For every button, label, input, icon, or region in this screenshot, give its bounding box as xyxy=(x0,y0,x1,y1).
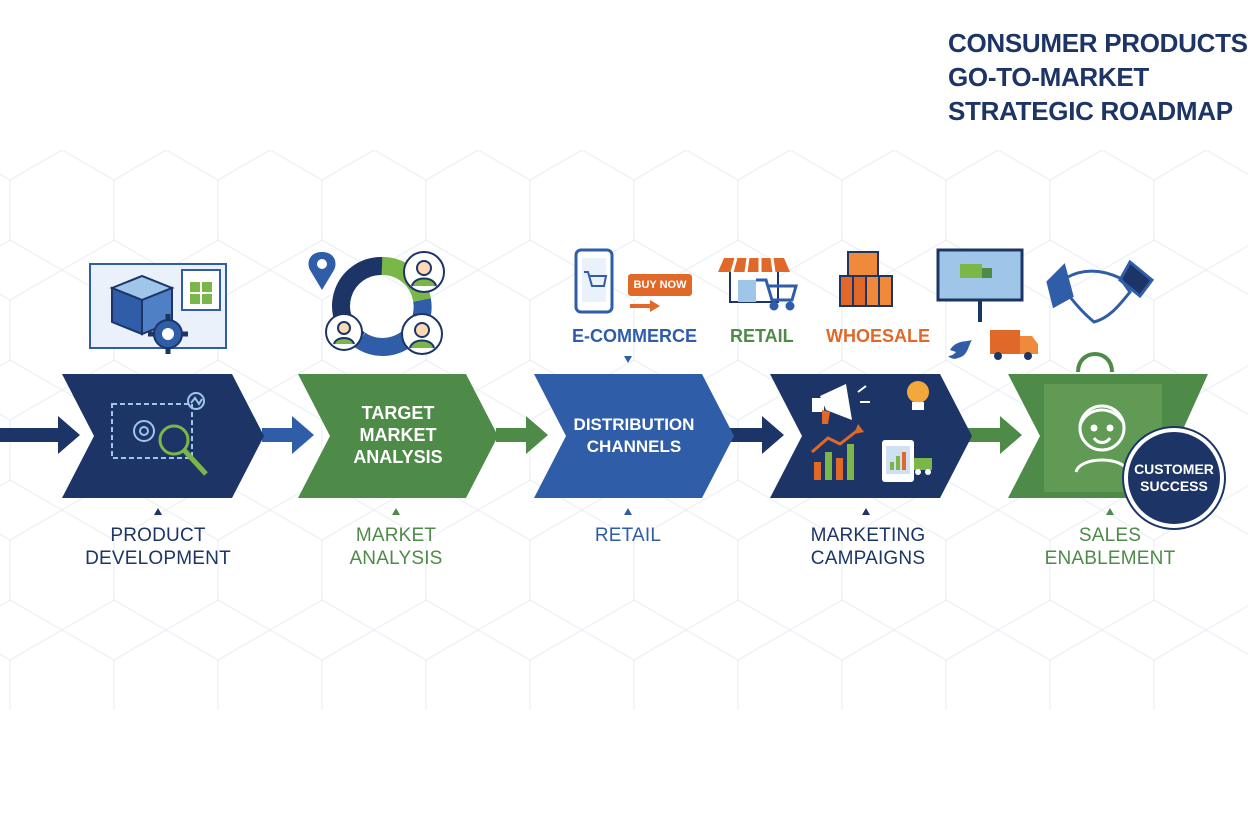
chevron-text-line: MARKET xyxy=(359,425,437,445)
chevron-distribution xyxy=(534,374,734,498)
chevron-marketing xyxy=(770,374,972,498)
title-line-2: GO-TO-MARKET xyxy=(948,62,1150,92)
location-pin-icon xyxy=(308,252,336,290)
connector-arrow-4 xyxy=(730,416,784,454)
stage-label-line: SALES xyxy=(1078,525,1142,546)
connector-arrow-1 xyxy=(0,416,80,454)
stage-label-retail: RETAIL xyxy=(538,524,718,547)
badge-line: CUSTOMER xyxy=(1134,461,1214,477)
lightbulb-icon xyxy=(907,381,929,410)
title-line-3: STRATEGIC ROADMAP xyxy=(948,96,1233,126)
smartphone-cart-icon xyxy=(574,248,614,314)
chevron-text-line: DISTRIBUTION xyxy=(573,415,695,434)
stage-label-line: ENABLEMENT xyxy=(1044,548,1176,569)
channel-wholesale: WHOESALE xyxy=(826,326,931,346)
connector-arrow-2 xyxy=(262,416,314,454)
bar-chart-icon xyxy=(811,424,864,480)
gear-icon xyxy=(148,314,188,354)
bird-icon xyxy=(948,340,972,359)
chevron-text-target-market: TARGET MARKET ANALYSIS xyxy=(330,402,466,468)
pointer-up-icon xyxy=(862,508,870,515)
connector-arrow-3 xyxy=(496,416,548,454)
arrow-icon xyxy=(630,300,660,312)
stage-label-line: MARKETING xyxy=(810,525,926,546)
roadmap-title: CONSUMER PRODUCTS GO-TO-MARKET STRATEGIC… xyxy=(948,26,1248,128)
person-icon xyxy=(325,251,445,355)
stage-label-line: PRODUCT xyxy=(110,525,206,546)
customer-success-badge: CUSTOMER SUCCESS xyxy=(1124,428,1224,528)
chevron-product-development xyxy=(62,374,264,498)
chevron-text-distribution: DISTRIBUTION CHANNELS xyxy=(562,414,706,458)
stage-label-line: ANALYSIS xyxy=(349,548,443,569)
shopping-cart-icon xyxy=(756,278,798,311)
connector-arrow-5 xyxy=(968,416,1022,454)
customer-face-icon xyxy=(1074,404,1130,473)
channel-retail: RETAIL xyxy=(730,326,794,346)
buy-now-button: BUY NOW xyxy=(628,274,692,296)
chevron-target-market xyxy=(298,374,498,498)
pointer-up-icon xyxy=(154,508,162,515)
pointer-up-icon xyxy=(392,508,400,515)
stage-label-marketing-campaigns: MARKETING CAMPAIGNS xyxy=(778,524,958,570)
stage-label-line: DEVELOPMENT xyxy=(85,548,231,569)
pointer-up-icon xyxy=(624,508,632,515)
title-line-1: CONSUMER PRODUCTS xyxy=(948,28,1248,58)
billboard-icon xyxy=(936,248,1024,322)
handshake-icon xyxy=(1046,259,1155,324)
chevron-text-line: TARGET xyxy=(361,403,435,423)
delivery-truck-icon xyxy=(990,330,1038,360)
stage-label-market-analysis: MARKET ANALYSIS xyxy=(306,524,486,570)
tablet-icon xyxy=(882,440,932,482)
boxes-icon xyxy=(839,251,893,307)
chevron-text-line: CHANNELS xyxy=(586,437,682,456)
channel-ecommerce: E-COMMERCE xyxy=(572,326,697,346)
stage-label-line: CAMPAIGNS xyxy=(810,548,926,569)
pointer-up-icon xyxy=(1106,508,1114,515)
stage-label-line: RETAIL xyxy=(594,525,662,546)
badge-line: SUCCESS xyxy=(1140,478,1208,494)
chevron-text-line: ANALYSIS xyxy=(353,447,443,467)
magnifier-icon xyxy=(111,392,208,476)
pointer-down-icon xyxy=(624,356,632,363)
stage-label-line: MARKET xyxy=(355,525,437,546)
stage-label-sales-enablement: SALES ENABLEMENT xyxy=(1020,524,1200,570)
storefront-icon xyxy=(718,257,790,303)
megaphone-icon xyxy=(812,384,870,424)
stage-label-product-development: PRODUCT DEVELOPMENT xyxy=(68,524,248,570)
